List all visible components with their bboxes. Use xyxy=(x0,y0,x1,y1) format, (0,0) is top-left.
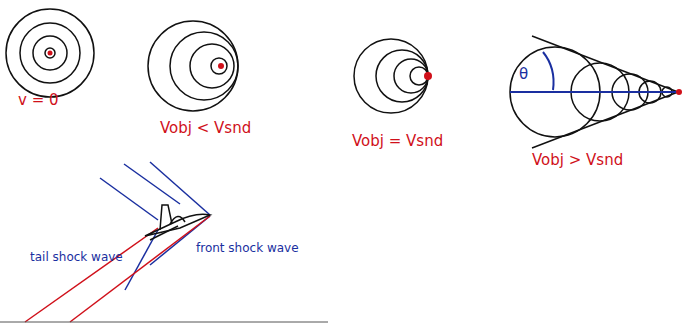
tail-fin xyxy=(160,205,172,230)
shock-lines xyxy=(100,162,210,290)
wavefront xyxy=(170,32,238,100)
wavefront xyxy=(394,59,428,93)
subsonic-waves xyxy=(148,21,238,111)
shock-line xyxy=(150,162,210,215)
source-dot xyxy=(218,63,224,69)
wavefront xyxy=(45,48,55,58)
source-dot xyxy=(676,89,682,95)
path-line xyxy=(510,91,678,93)
wavefront xyxy=(190,44,234,88)
shock-label: front shock wave xyxy=(196,242,299,255)
supersonic-waves xyxy=(510,36,678,148)
source-dot xyxy=(48,51,53,56)
wavefront xyxy=(33,36,67,70)
wavefront xyxy=(354,39,428,113)
stationary-waves xyxy=(6,9,94,97)
wavefront xyxy=(6,9,94,97)
case-label: Vobj > Vsnd xyxy=(532,152,623,169)
shock-line xyxy=(70,216,210,322)
shock-label: tail shock wave xyxy=(30,251,123,264)
sonic-waves xyxy=(354,39,428,113)
angle-symbol: θ xyxy=(519,66,528,83)
fuselage xyxy=(145,214,210,236)
wavefront xyxy=(376,50,428,102)
airplane xyxy=(145,205,210,240)
wavefront xyxy=(20,23,80,83)
case-label: Vobj = Vsnd xyxy=(352,133,443,150)
mach-cone-line xyxy=(532,92,678,148)
shock-line xyxy=(124,164,180,204)
wing xyxy=(150,226,178,240)
source-dot xyxy=(424,72,432,80)
wavefront xyxy=(148,21,238,111)
cockpit xyxy=(170,216,185,224)
ground-line xyxy=(0,322,328,323)
shock-lines-far xyxy=(25,216,210,322)
shock-line xyxy=(25,228,158,322)
angle-arc xyxy=(543,52,554,90)
shock-line xyxy=(100,178,158,220)
wavefront xyxy=(211,58,227,74)
case-label: v = 0 xyxy=(18,92,59,109)
mach-cone-line xyxy=(532,36,678,92)
case-label: Vobj < Vsnd xyxy=(160,120,251,137)
